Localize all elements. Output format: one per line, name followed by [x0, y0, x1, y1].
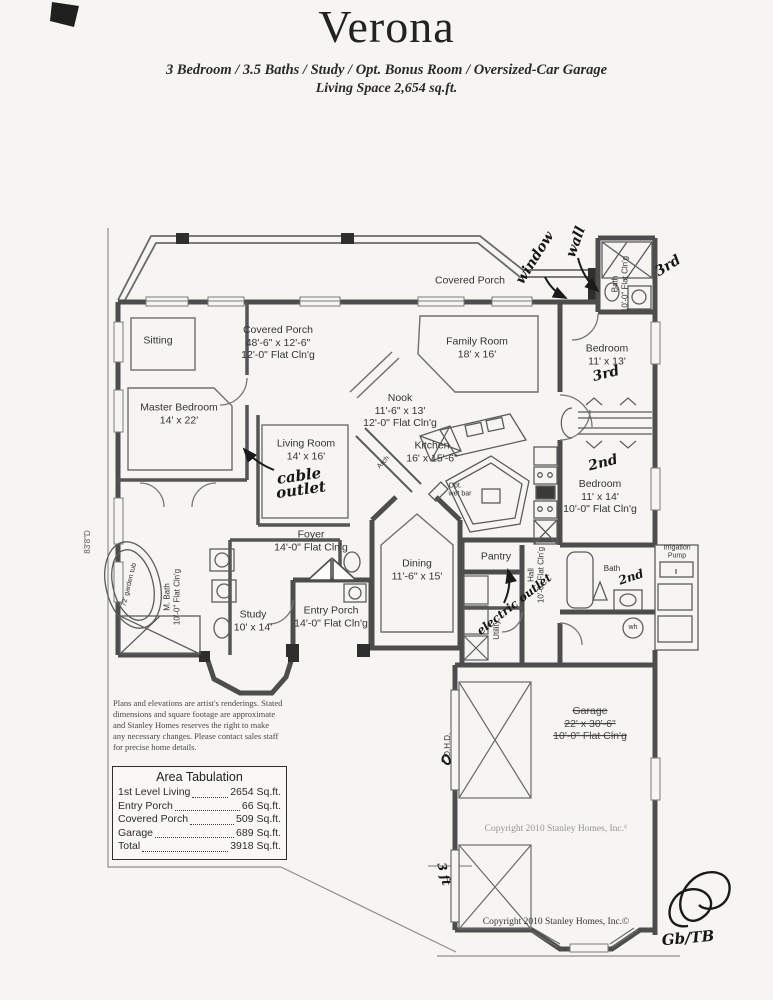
label-depth-dimension: 83'8"D [83, 530, 93, 554]
label-irrigation-pump: Irrigation Pump [663, 544, 691, 560]
label-entry-porch: Entry Porch 14'-0" Flat Cln'g [294, 604, 368, 629]
dot-leader [192, 796, 229, 798]
plan-living-space: Living Space 2,654 sq.ft. [315, 81, 458, 96]
scan-artifact [50, 2, 79, 27]
label-master-bedroom: Master Bedroom 14' x 22' [140, 401, 218, 426]
kitchen-fixtures [419, 413, 558, 545]
label-ohd: O.H.D. [443, 732, 453, 758]
disclaimer-text: Plans and elevations are artist's render… [113, 698, 283, 753]
label-pantry: Pantry [480, 550, 512, 563]
label-opt-wet-bar: Opt. wet bar [448, 482, 472, 498]
bath2-fixtures [566, 551, 644, 639]
label-family-room: Family Room 18' x 16' [446, 335, 508, 360]
arch-opening [355, 427, 422, 493]
label-bedroom-3: Bedroom 11' x 13' [585, 342, 629, 367]
plan-header: Verona 3 Bedroom / 3.5 Baths / Study / O… [0, 0, 773, 97]
label-covered-porch-left: Covered Porch 48'-6" x 12'-6" 12'-0" Fla… [241, 324, 315, 362]
entry-porch-posts [199, 644, 370, 662]
dot-leader [155, 837, 235, 838]
annotation-cable-outlet: cable outlet [274, 463, 327, 503]
label-sitting: Sitting [143, 334, 173, 347]
dot-leader [174, 810, 240, 811]
windows [113, 296, 661, 953]
plan-title: Verona [318, 1, 455, 52]
irrigation-pump-closet [654, 544, 699, 651]
label-dining: Dining 11'-6" x 15' [391, 557, 443, 582]
label-foyer: Foyer 14'-0" Flat Cln'g [274, 528, 348, 553]
label-nook: Nook 11'-6" x 13' 12'-0" Flat Cln'g [363, 392, 437, 430]
plan-border-lines [107, 228, 680, 957]
plan-subtitle: 3 Bedroom / 3.5 Baths / Study / Opt. Bon… [165, 62, 608, 78]
master-bath-fixtures [104, 541, 367, 655]
dot-leader [190, 823, 235, 825]
utility-fixtures [463, 575, 489, 661]
annotation-arrows [242, 257, 600, 604]
bath3-fixtures [601, 241, 653, 310]
label-m-bath: M. Bath 10'-0" Flat Cln'g [162, 568, 181, 626]
dot-leader [142, 850, 229, 852]
label-bedroom-2: Bedroom 11' x 14' 10'-0" Flat Cln'g [563, 478, 637, 516]
copyright-faded: Copyright 2010 Stanley Homes, Inc.⁶ [484, 824, 628, 834]
signature-scribble [441, 754, 731, 928]
label-bath-2: Bath [603, 564, 621, 574]
door-swings [139, 313, 599, 646]
label-living-room: Living Room 14' x 16' [276, 437, 336, 462]
label-study: Study 10' x 14' [233, 608, 273, 633]
area-tabulation-title: Area Tabulation [156, 770, 243, 784]
label-bath-3: Bath 10'-0" Flat Cln'g [610, 255, 629, 313]
label-covered-porch-top: Covered Porch [434, 274, 506, 287]
label-water-heater: wh [628, 623, 638, 631]
interior-walls [118, 302, 522, 655]
ceiling-outlines [127, 315, 539, 633]
label-kitchen: Kitchen 16' x 15'-6" [406, 439, 458, 464]
bedroom-closet [560, 397, 652, 449]
copyright-bottom: Copyright 2010 Stanley Homes, Inc.© [482, 917, 630, 927]
label-garage: Garage 22' x 30'-6" 10'-0" Flat Cln'g [553, 705, 627, 743]
front-door [305, 557, 359, 581]
garage-door-zones [450, 681, 639, 948]
